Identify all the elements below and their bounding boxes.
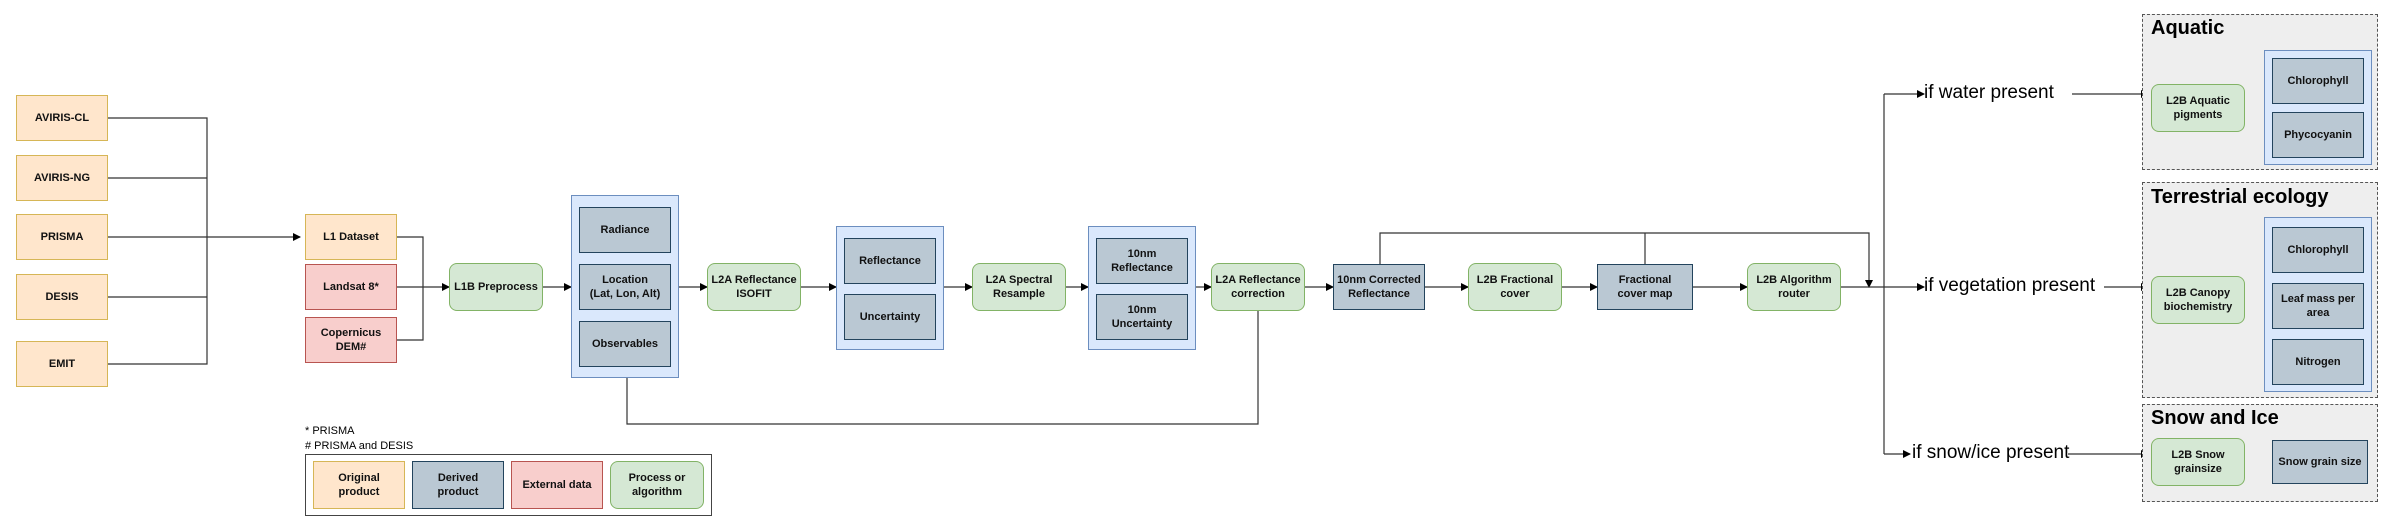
uncertainty: Uncertainty xyxy=(844,294,936,340)
aquatic-chlorophyll: Chlorophyll xyxy=(2272,58,2364,104)
l2b-algorithm-router: L2B Algorithm router xyxy=(1747,263,1841,311)
source-aviris-cl: AVIRIS-CL xyxy=(16,95,108,141)
l2b-aquatic-pigments: L2B Aquatic pigments xyxy=(2151,84,2245,132)
note-prisma: * PRISMA xyxy=(305,425,355,437)
legend-process-or-algorithm: Process or algorithm xyxy=(610,461,704,509)
landsat-8: Landsat 8* xyxy=(305,264,397,310)
terrestrial-chlorophyll: Chlorophyll xyxy=(2272,227,2364,273)
10nm-uncertainty: 10nm Uncertainty xyxy=(1096,294,1188,340)
aquatic-phycocyanin: Phycocyanin xyxy=(2272,112,2364,158)
nitrogen: Nitrogen xyxy=(2272,339,2364,385)
leaf-mass-per-area: Leaf mass per area xyxy=(2272,283,2364,329)
source-desis: DESIS xyxy=(16,274,108,320)
10nm-corrected-reflectance: 10nm Corrected Reflectance xyxy=(1333,264,1425,310)
terrestrial-title: Terrestrial ecology xyxy=(2151,186,2329,208)
l1-dataset: L1 Dataset xyxy=(305,214,397,260)
legend-external-data: External data xyxy=(511,461,603,509)
observables: Observables xyxy=(579,321,671,367)
branch-vegetation: if vegetation present xyxy=(1924,275,2096,296)
l2b-fractional-cover: L2B Fractional cover xyxy=(1468,263,1562,311)
l2b-snow-grainsize: L2B Snow grainsize xyxy=(2151,438,2245,486)
copernicus-dem: Copernicus DEM# xyxy=(305,317,397,363)
l2b-canopy-biochemistry: L2B Canopy biochemistry xyxy=(2151,276,2245,324)
reflectance: Reflectance xyxy=(844,238,936,284)
legend-original-product: Original product xyxy=(313,461,405,509)
branch-snow: if snow/ice present xyxy=(1912,442,2070,463)
legend-derived-product: Derived product xyxy=(412,461,504,509)
l2a-reflectance-isofit: L2A Reflectance ISOFIT xyxy=(707,263,801,311)
l1b-preprocess: L1B Preprocess xyxy=(449,263,543,311)
note-prisma-desis: # PRISMA and DESIS xyxy=(305,440,414,452)
10nm-reflectance: 10nm Reflectance xyxy=(1096,238,1188,284)
source-prisma: PRISMA xyxy=(16,214,108,260)
l2a-spectral-resample: L2A Spectral Resample xyxy=(972,263,1066,311)
snow-title: Snow and Ice xyxy=(2151,407,2279,429)
radiance: Radiance xyxy=(579,207,671,253)
l2a-reflectance-correction: L2A Reflectance correction xyxy=(1211,263,1305,311)
location: Location (Lat, Lon, Alt) xyxy=(579,264,671,310)
fractional-cover-map: Fractional cover map xyxy=(1597,264,1693,310)
snow-grain-size: Snow grain size xyxy=(2272,440,2368,484)
source-emit: EMIT xyxy=(16,341,108,387)
branch-water: if water present xyxy=(1924,82,2054,103)
source-aviris-ng: AVIRIS-NG xyxy=(16,155,108,201)
aquatic-title: Aquatic xyxy=(2151,17,2225,39)
